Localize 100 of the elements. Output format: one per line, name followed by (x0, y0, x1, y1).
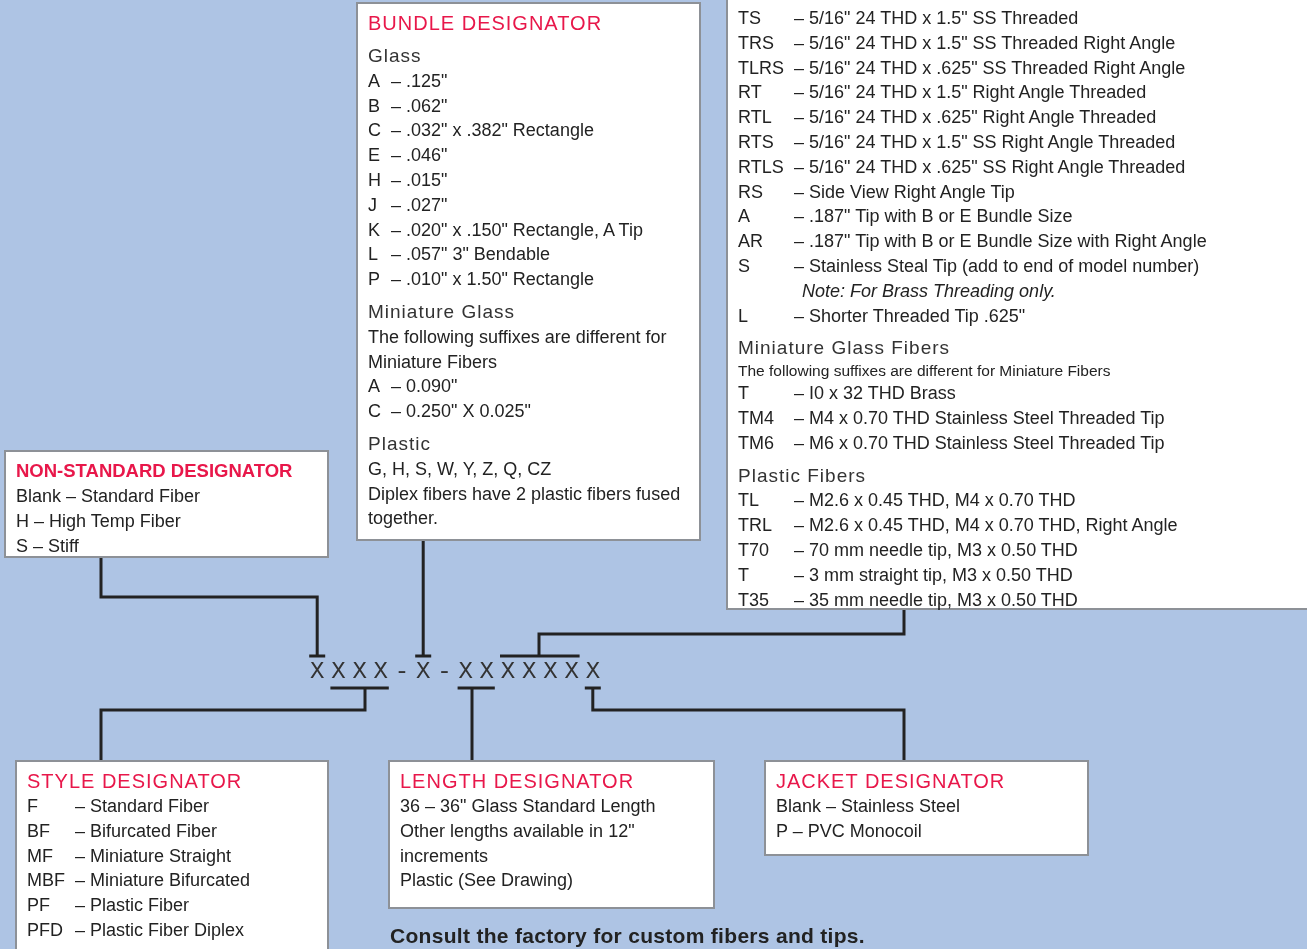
code-description: – .046" (391, 144, 449, 168)
code-description: – 3 mm straight tip, M3 x 0.50 THD (794, 563, 1074, 587)
connector-line (498, 608, 906, 658)
code-description: – .057" 3" Bendable (391, 243, 551, 267)
code-description: – I0 x 32 THD Brass (794, 382, 957, 406)
description-text: Plastic (See Drawing) (400, 869, 575, 893)
designator-box (15, 760, 329, 949)
code-description: – Plastic Fiber (75, 894, 191, 918)
code-description: – 0.090" (391, 375, 459, 399)
code-description: – 5/16" 24 THD x .625" Right Angle Threaded (794, 106, 1158, 130)
code-description: – 5/16" 24 THD x 1.5" SS Threaded Right Angle (794, 31, 1177, 55)
suffix-code: RTS (738, 131, 775, 154)
section-heading: Miniature Glass Fibers (738, 336, 952, 361)
section-heading: Plastic (368, 431, 432, 456)
connector-line (413, 539, 433, 658)
description-text: Blank – Standard Fiber (16, 485, 202, 508)
code-description: – 5/16" 24 THD x 1.5" Right Angle Threaded (794, 81, 1148, 105)
code-description: – .020" x .150" Rectangle, A Tip (391, 218, 644, 242)
suffix-code: TL (738, 489, 760, 513)
designator-box (4, 450, 329, 558)
box-heading: STYLE DESIGNATOR (27, 769, 244, 794)
code-description: – Shorter Threaded Tip .625" (794, 304, 1027, 328)
code-description: – .187" Tip with B or E Bundle Size (794, 205, 1074, 229)
description-text: S – Stiff (16, 534, 80, 558)
code-description: – M6 x 0.70 THD Stainless Steel Threaded Tip (794, 431, 1166, 455)
description-text: H – High Temp Fiber (16, 509, 182, 533)
designator-box (726, 0, 1307, 610)
suffix-code: BF (27, 819, 51, 843)
suffix-code: RTL (738, 106, 773, 130)
suffix-code: TLRS (738, 56, 784, 80)
code-description: – .032" x .382" Rectangle (391, 119, 595, 143)
description-text: Diplex fibers have 2 plastic fibers fused together. (368, 482, 682, 531)
code-description: – 5/16" 24 THD x 1.5" SS Threaded (794, 7, 1080, 30)
code-description: – Side View Right Angle Tip (794, 180, 1016, 204)
suffix-code: B (368, 94, 381, 118)
description-text: G, H, S, W, Y, Z, Q, CZ (368, 457, 553, 481)
code-description: – M2.6 x 0.45 THD, M4 x 0.70 THD, Right Angle (794, 514, 1179, 538)
code-description: – .062" (391, 94, 449, 118)
suffix-code: RTLS (738, 155, 784, 179)
suffix-code: MF (27, 844, 54, 868)
box-heading: NON-STANDARD DESIGNATOR (16, 459, 294, 483)
code-description: – 35 mm needle tip, M3 x 0.50 THD (794, 588, 1079, 612)
section-heading: Plastic Fibers (738, 463, 868, 488)
suffix-code: AR (738, 230, 764, 254)
suffix-code: TRL (738, 514, 773, 538)
code-description: – 5/16" 24 THD x .625" SS Threaded Right Angle (794, 56, 1187, 80)
section-heading: Miniature Glass (368, 299, 516, 324)
code-description: – M4 x 0.70 THD Stainless Steel Threaded Tip (794, 406, 1166, 430)
suffix-code: J (368, 193, 378, 217)
suffix-code: TS (738, 7, 762, 30)
code-description: – Miniature Bifurcated (75, 869, 252, 893)
suffix-code: TM6 (738, 431, 775, 455)
suffix-code: S (738, 254, 751, 278)
description-text: The following suffixes are different for Miniature Fibers (738, 361, 1112, 382)
suffix-code: PF (27, 894, 51, 918)
suffix-code: H (368, 169, 381, 192)
code-description: – Plastic Fiber Diplex (75, 919, 246, 942)
suffix-code: L (368, 243, 379, 267)
description-text: Blank – Stainless Steel (776, 795, 962, 818)
note-text: Note: For Brass Threading only. (801, 279, 1057, 303)
suffix-code: TRS (738, 31, 775, 55)
suffix-code: A (368, 69, 381, 93)
suffix-code: C (368, 119, 381, 143)
designator-box (388, 760, 715, 909)
suffix-code: L (738, 304, 749, 328)
suffix-code: T35 (738, 588, 771, 612)
suffix-code: MBF (27, 869, 65, 893)
suffix-code: RS (738, 180, 764, 204)
suffix-code: C (368, 400, 381, 424)
code-description: – .015" (391, 169, 449, 192)
box-heading: LENGTH DESIGNATOR (400, 769, 636, 794)
suffix-code: P (368, 268, 381, 292)
suffix-code: PFD (27, 919, 64, 942)
connector-line (456, 686, 497, 762)
suffix-code: A (368, 375, 381, 399)
suffix-code: T (738, 382, 750, 406)
suffix-code: A (738, 205, 751, 229)
designator-box (764, 760, 1089, 856)
code-description: – 5/16" 24 THD x .625" SS Right Angle Threaded (794, 155, 1187, 179)
connector-line (583, 686, 906, 762)
suffix-code: F (27, 795, 39, 818)
code-description: – .125" (391, 69, 449, 93)
suffix-code: T70 (738, 538, 771, 562)
code-description: – Stainless Steal Tip (add to end of model number) (794, 254, 1201, 278)
section-heading: Glass (368, 44, 423, 68)
connector-line (99, 686, 391, 762)
description-text: Other lengths available in 12" increments (400, 819, 636, 868)
suffix-code: K (368, 218, 381, 242)
suffix-code: TM4 (738, 406, 775, 430)
code-description: – Standard Fiber (75, 795, 211, 818)
suffix-code: E (368, 144, 381, 168)
description-text: P – PVC Monocoil (776, 819, 923, 843)
footer-note: Consult the factory for custom fibers and tips. (390, 924, 865, 948)
code-description: – 70 mm needle tip, M3 x 0.50 THD (794, 538, 1079, 562)
code-description: – Miniature Straight (75, 844, 233, 868)
code-description: – Bifurcated Fiber (75, 819, 219, 843)
code-description: – .010" x 1.50" Rectangle (391, 268, 595, 292)
box-heading: BUNDLE DESIGNATOR (368, 11, 604, 36)
connector-line (99, 556, 327, 658)
suffix-code: T (738, 563, 750, 587)
